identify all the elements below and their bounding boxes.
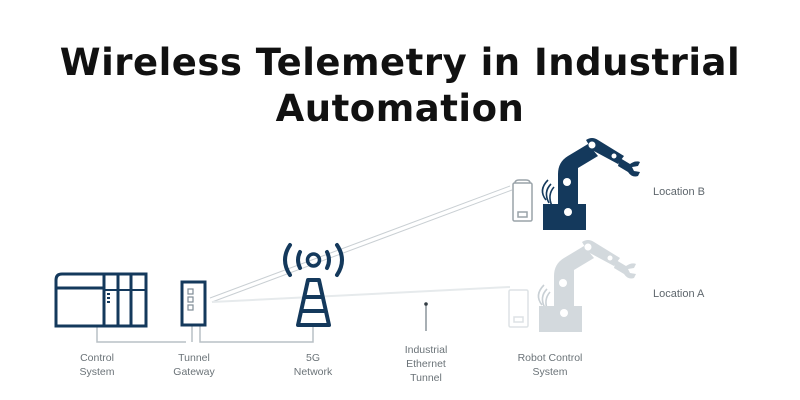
tunnel-link-location-b (209, 185, 513, 303)
label-line: Control (80, 352, 114, 364)
label-line: Tunnel (178, 352, 210, 364)
tunnel-link-location-a (211, 286, 511, 303)
label-line: System (532, 366, 568, 378)
label-line: Gateway (173, 366, 215, 378)
label-ethernet-tunnel: Industrial Ethernet Tunnel (376, 343, 476, 385)
robot-controller-icon-b (512, 179, 533, 222)
label-tunnel-gateway: Tunnel Gateway (144, 351, 244, 379)
cabinet-indicator-lights (107, 293, 110, 303)
label-control-system: Control System (47, 351, 147, 379)
label-location-b: Location B (653, 186, 705, 198)
wired-connections (96, 326, 314, 343)
robot-controller-icon-a (508, 289, 529, 328)
diagram-title: Wireless Telemetry in Industrial Automat… (0, 40, 800, 132)
label-line: Ethernet (406, 358, 446, 370)
label-line: Network (293, 366, 333, 378)
label-line: System (79, 366, 115, 378)
label-robot-control-system: Robot Control System (500, 351, 600, 379)
arrow-up-icon (424, 302, 428, 331)
title-line-1: Wireless Telemetry in Industrial (59, 41, 741, 84)
label-line: 5G (305, 352, 320, 364)
control-cabinet-icon (54, 272, 148, 328)
cell-tower-icon (283, 243, 344, 327)
label-line: Industrial (404, 344, 448, 356)
robot-arm-faded-icon (537, 240, 636, 332)
title-line-2: Automation (275, 87, 525, 130)
label-line: Robot Control (517, 352, 583, 364)
gateway-device-icon (180, 280, 207, 327)
robot-arm-icon (541, 138, 640, 230)
label-location-a: Location A (653, 288, 705, 300)
label-5g-network: 5G Network (263, 351, 363, 379)
label-line: Tunnel (410, 372, 442, 384)
